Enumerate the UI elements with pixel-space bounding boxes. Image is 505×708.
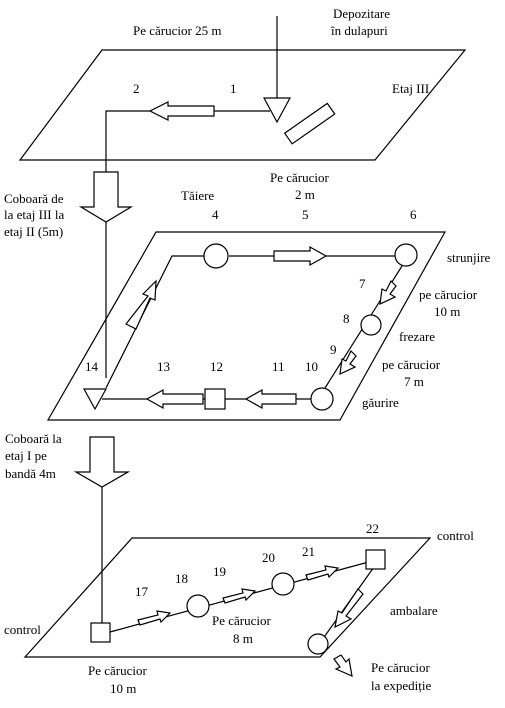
cart-2-label-2: 2 m <box>295 187 315 202</box>
transport-arrow-expedition <box>333 654 353 677</box>
cart-7-label-2: 7 m <box>404 374 424 389</box>
cart-10-label-1: pe cărucior <box>419 287 478 302</box>
descent-2-1-label-2: etaj I pe <box>5 448 47 463</box>
descent-3-2-label-3: etaj II (5m) <box>4 224 63 239</box>
transport-arrow-21 <box>305 565 340 581</box>
expedition-label-2: la expediție <box>371 678 432 693</box>
control-square-start <box>90 622 111 643</box>
step-1-label: 1 <box>230 81 237 96</box>
expedition-label-1: Pe cărucior <box>371 660 431 675</box>
cart-7-label-1: pe cărucior <box>382 357 441 372</box>
control-top-label: control <box>437 528 474 543</box>
descent-3-2-label-1: Coboară de <box>4 191 64 206</box>
step-5-label: 5 <box>302 207 309 222</box>
turning-label: strunjire <box>447 250 491 265</box>
descent-2-1-label-1: Coboară la <box>5 431 62 446</box>
control-square-12 <box>204 388 226 410</box>
cart-8-label-1: Pe cărucior <box>212 613 272 628</box>
transport-arrow-17 <box>137 610 172 626</box>
transport-arrow-19 <box>222 588 257 604</box>
descent-arrow-3-to-2 <box>78 171 134 223</box>
transport-arrow-9 <box>339 349 357 376</box>
step-4-label: 4 <box>212 207 219 222</box>
cart-8-label-2: 8 m <box>233 631 253 646</box>
transport-arrow-packing <box>334 588 364 629</box>
operation-cutting-circle <box>203 243 229 269</box>
step-7-label: 7 <box>359 276 366 291</box>
transport-arrow-up <box>125 279 157 330</box>
step-2-label: 2 <box>133 81 140 96</box>
step-6-label: 6 <box>410 207 417 222</box>
operation-circle-20 <box>271 572 295 596</box>
storage-label-1: Depozitare <box>333 6 390 21</box>
operation-packing-circle <box>307 633 329 655</box>
drilling-label: găurire <box>362 395 399 410</box>
milling-label: frezare <box>399 329 435 344</box>
control-square-22 <box>365 549 386 570</box>
storage-cabinet <box>283 102 336 145</box>
descent-arrow-2-to-1 <box>73 436 131 488</box>
cart-10b-label-1: Pe cărucior <box>88 663 148 678</box>
floor-3-plane <box>18 49 467 161</box>
step-18-label: 18 <box>175 571 188 586</box>
operation-milling-circle <box>360 314 382 336</box>
transport-arrow-5 <box>273 245 328 267</box>
floor-2-plane <box>46 231 447 421</box>
cart-2-label-1: Pe cărucior <box>270 170 330 185</box>
step-12-label: 12 <box>210 359 223 374</box>
step-17-label: 17 <box>135 584 149 599</box>
storage-triangle-14 <box>82 388 108 411</box>
step-13-label: 13 <box>157 359 170 374</box>
step-11-label: 11 <box>272 359 285 374</box>
floor-3-label: Etaj III <box>392 81 429 96</box>
operation-circle-18 <box>186 594 210 618</box>
top-transport-label: Pe cărucior 25 m <box>133 23 221 38</box>
step-9-label: 9 <box>330 342 337 357</box>
step-21-label: 21 <box>302 544 315 559</box>
packing-label: ambalare <box>390 603 438 618</box>
transport-arrow-7 <box>379 279 397 306</box>
step-20-label: 20 <box>262 550 275 565</box>
cutting-label: Tăiere <box>181 188 214 203</box>
floor-1-plane <box>23 537 432 658</box>
operation-drilling-circle <box>310 387 334 411</box>
step-14-label: 14 <box>85 359 99 374</box>
control-left-label: control <box>4 622 41 637</box>
cart-10-label-2: 10 m <box>434 304 460 319</box>
operation-turning-circle <box>394 243 418 267</box>
step-8-label: 8 <box>343 311 350 326</box>
storage-label-2: în dulapuri <box>330 23 388 38</box>
floor-2-path <box>105 255 205 389</box>
cart-10b-label-2: 10 m <box>110 681 136 696</box>
floor-3-descent-path <box>105 110 150 172</box>
transport-arrow-11 <box>244 388 297 410</box>
descent-3-2-label-2: la etaj III la <box>4 207 64 222</box>
step-10-label: 10 <box>305 359 318 374</box>
transport-arrow-13 <box>145 388 204 410</box>
step-22-label: 22 <box>366 521 379 536</box>
descent-2-1-label-3: bandă 4m <box>5 466 56 481</box>
step-19-label: 19 <box>213 564 226 579</box>
storage-triangle <box>262 97 292 124</box>
transport-arrow-2 <box>148 101 215 121</box>
